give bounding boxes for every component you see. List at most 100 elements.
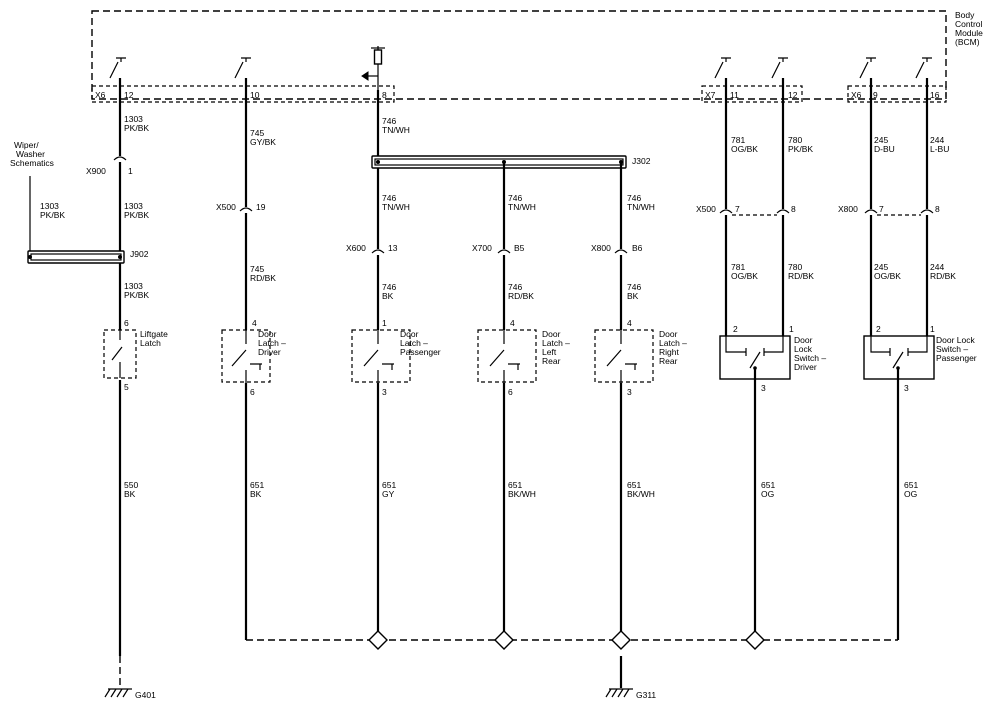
lock-pass-label-1: Door Lock (936, 335, 975, 345)
circuit-door-lock-switch-passenger (863, 78, 935, 640)
lock-driver-pin-left: 2 (733, 324, 738, 334)
wire-746-color-c: TN/WH (508, 202, 536, 212)
wire-780-color-b: RD/BK (788, 271, 814, 281)
ground-g401-symbol (104, 688, 132, 698)
wire-745-color-b: RD/BK (250, 273, 276, 283)
circuit-door-latch-driver (221, 78, 271, 640)
bcm-label-1: Body (955, 10, 975, 20)
bcm-internal-switches (109, 57, 932, 79)
wire-245-color-a: D-BU (874, 144, 895, 154)
latch-rr-label-4: Rear (659, 356, 678, 366)
wire-746-num-b: 746 (382, 193, 396, 203)
wire-244-num-b: 244 (930, 262, 944, 272)
bcm-outline (91, 10, 947, 100)
wire-651-num-a: 651 (250, 480, 264, 490)
wire-651-color-a: BK (250, 489, 262, 499)
bcm-pullup-symbol (361, 46, 385, 90)
ground-g401: G401 (135, 690, 156, 700)
lock-pass-pin-bottom: 3 (904, 383, 909, 393)
wire-244-color-a: L-BU (930, 144, 949, 154)
wire-746-color-g: BK (627, 291, 639, 301)
bcm-conn-x7: X7 (705, 90, 716, 100)
wire-746-color-a: TN/WH (382, 125, 410, 135)
latch-pass-label-3: Passenger (400, 347, 441, 357)
bcm-pin-16: 16 (930, 90, 940, 100)
wire-745-num-b: 745 (250, 264, 264, 274)
conn-x500-b: X500 (696, 204, 716, 214)
conn-x700: X700 (472, 243, 492, 253)
wire-244-color-b: RD/BK (930, 271, 956, 281)
wire-651-num-b: 651 (382, 480, 396, 490)
wire-1303-color-b: PK/BK (124, 210, 149, 220)
wire-746-num-c: 746 (508, 193, 522, 203)
wire-550-num: 550 (124, 480, 138, 490)
wire-651-color-f: OG (904, 489, 917, 499)
bcm-pin-12b: 12 (788, 90, 798, 100)
wire-651-num-e: 651 (761, 480, 775, 490)
bcm-label-2: Control (955, 19, 983, 29)
wire-1303-num-d: 1303 (124, 281, 143, 291)
liftgate-label-1: Liftgate (140, 329, 168, 339)
latch-pass-label-2: Latch – (400, 338, 428, 348)
wire-781-color-b: OG/BK (731, 271, 758, 281)
wire-1303-color-a: PK/BK (124, 123, 149, 133)
latch-lr-label-3: Left (542, 347, 557, 357)
latch-driver-label-1: Door (258, 329, 277, 339)
bcm-pin-11: 11 (730, 90, 739, 100)
wire-746-num-d: 746 (627, 193, 641, 203)
wire-780-color-a: PK/BK (788, 144, 813, 154)
door-latch-right-rear-box (594, 329, 654, 383)
conn-x800-a: X800 (591, 243, 611, 253)
lock-pass-pin-left: 2 (876, 324, 881, 334)
wire-781-color-a: OG/BK (731, 144, 758, 154)
wire-651-color-d: BK/WH (627, 489, 655, 499)
wire-746-color-e: BK (382, 291, 394, 301)
latch-lr-pin-top: 4 (510, 318, 515, 328)
wire-746-color-f: RD/BK (508, 291, 534, 301)
latch-driver-label-3: Driver (258, 347, 281, 357)
wire-780-num-a: 780 (788, 135, 802, 145)
wire-1303-color-c: PK/BK (40, 210, 65, 220)
wiper-ref-1: Wiper/ (14, 140, 39, 150)
wire-651-num-c: 651 (508, 480, 522, 490)
liftgate-label-2: Latch (140, 338, 161, 348)
latch-rr-label-3: Right (659, 347, 679, 357)
conn-x900-pin: 1 (128, 166, 133, 176)
wire-1303-num-c: 1303 (40, 201, 59, 211)
wire-651-color-e: OG (761, 489, 774, 499)
wire-746-color-d: TN/WH (627, 202, 655, 212)
bcm-pin-12: 12 (124, 90, 134, 100)
circuit-door-latch-passenger (351, 90, 411, 634)
splice-j902-bar (27, 250, 125, 264)
bcm-pin-9: 9 (873, 90, 878, 100)
lock-driver-label-3: Switch – (794, 353, 826, 363)
latch-lr-pin-bottom: 6 (508, 387, 513, 397)
wire-1303-color-d: PK/BK (124, 290, 149, 300)
wire-651-num-f: 651 (904, 480, 918, 490)
bcm-label-4: (BCM) (955, 37, 980, 47)
bcm-conn-x6-a: X6 (95, 90, 106, 100)
latch-rr-label-1: Door (659, 329, 678, 339)
conn-x500-a: X500 (216, 202, 236, 212)
wire-245-num-b: 245 (874, 262, 888, 272)
circuit-door-lock-switch-driver (719, 78, 791, 634)
lock-pass-label-2: Switch – (936, 344, 968, 354)
wire-781-num-b: 781 (731, 262, 745, 272)
latch-rr-pin-top: 4 (627, 318, 632, 328)
latch-lr-label-1: Door (542, 329, 561, 339)
ground-g311-symbol (605, 688, 633, 698)
latch-rr-label-2: Latch – (659, 338, 687, 348)
splice-j902: J902 (130, 249, 149, 259)
wire-245-num-a: 245 (874, 135, 888, 145)
circuit-door-latch-left-rear (477, 162, 537, 634)
conn-x600: X600 (346, 243, 366, 253)
wire-651-color-b: GY (382, 489, 395, 499)
lock-driver-pin-right: 1 (789, 324, 794, 334)
lock-pass-pin-right: 1 (930, 324, 935, 334)
lock-driver-label-1: Door (794, 335, 813, 345)
latch-pass-label-1: Door (400, 329, 419, 339)
latch-lr-label-2: Latch – (542, 338, 570, 348)
conn-x800-pin: B6 (632, 243, 643, 253)
